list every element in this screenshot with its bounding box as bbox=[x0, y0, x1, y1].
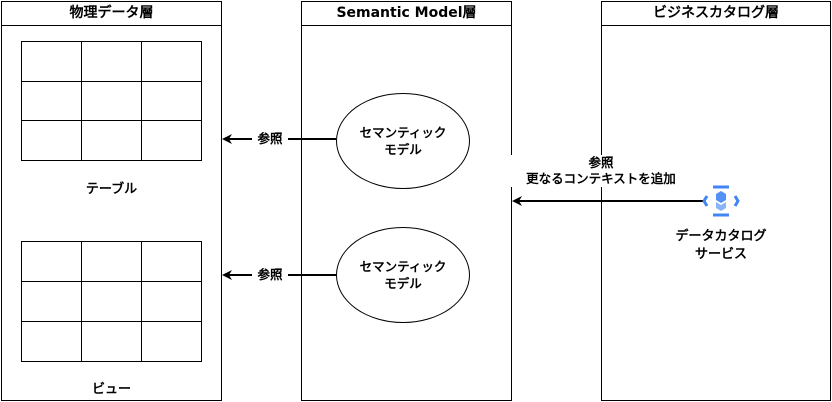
view-grid-icon bbox=[21, 241, 202, 362]
semantic-model-label-1: セマンティック モデル bbox=[359, 125, 447, 157]
table-label: テーブル bbox=[85, 182, 138, 197]
semantic-model-node-1: セマンティック モデル bbox=[336, 93, 470, 189]
lane-semantic-model: Semantic Model層 bbox=[301, 1, 512, 401]
edge-label-ref-1: 参照 bbox=[252, 131, 288, 147]
lane-header-physical: 物理データ層 bbox=[2, 2, 221, 26]
edge-label-ref-2: 参照 bbox=[252, 267, 288, 283]
edge-label-ref-3: 参照 更なるコンテキストを追加 bbox=[506, 155, 696, 187]
semantic-model-node-2: セマンティック モデル bbox=[336, 227, 470, 323]
view-label: ビュー bbox=[91, 382, 131, 397]
data-catalog-hexagon-icon bbox=[702, 185, 740, 217]
data-catalog-service-label: データカタログ サービス bbox=[675, 229, 767, 262]
semantic-model-label-2: セマンティック モデル bbox=[359, 259, 447, 291]
table-grid-icon bbox=[21, 41, 202, 161]
lane-physical-data: 物理データ層 bbox=[1, 1, 222, 401]
lane-header-catalog: ビジネスカタログ層 bbox=[602, 2, 830, 26]
lane-header-semantic: Semantic Model層 bbox=[302, 2, 511, 26]
